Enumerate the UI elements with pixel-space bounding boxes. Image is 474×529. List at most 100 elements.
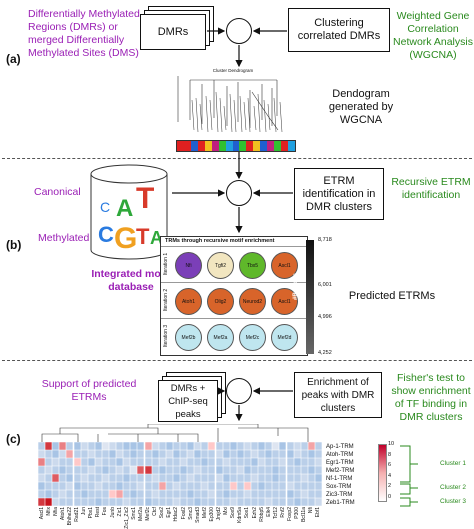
heatmap-cell xyxy=(251,458,259,466)
dendrogram-title: Cluster Dendrogram xyxy=(212,68,254,73)
heatmap-cell xyxy=(144,482,152,490)
cluster-brackets xyxy=(400,445,418,507)
merge-node-c xyxy=(226,378,252,404)
heatmap-cell xyxy=(286,482,294,490)
scale-axis-label: #Regions xyxy=(293,272,299,300)
heatmap-cell xyxy=(116,482,124,490)
heatmap-column-label: Ebf1 xyxy=(315,507,322,518)
heatmap-cell xyxy=(293,474,301,482)
heatmap-cell xyxy=(258,490,266,498)
heatmap-cell xyxy=(208,474,216,482)
heatmap-cell xyxy=(130,450,138,458)
heatmap-cell xyxy=(286,442,294,450)
heatmap-cell xyxy=(307,490,315,498)
heatmap-cell xyxy=(201,442,209,450)
heatmap-cell xyxy=(229,482,237,490)
heatmap-row-label: Nf-1-TRM xyxy=(326,476,353,482)
heatmap-cell xyxy=(151,482,159,490)
heatmap-cell xyxy=(300,450,308,458)
heatmap-cell xyxy=(59,442,67,450)
heatmap-column-label: Mef2c xyxy=(145,507,152,521)
heatmap-cell xyxy=(123,458,131,466)
heatmap-cell xyxy=(80,498,88,506)
heatmap-cell xyxy=(187,490,195,498)
heatmap-cell xyxy=(116,474,124,482)
clustering-box: Clustering correlated DMRs xyxy=(288,8,390,52)
heatmap-column-label: Ascl1 xyxy=(38,507,45,520)
heatmap-cell xyxy=(123,466,131,474)
motif-node: Nfi xyxy=(175,252,202,279)
heatmap-cell xyxy=(45,442,53,450)
heatmap-cell xyxy=(215,490,223,498)
heatmap-cell xyxy=(66,450,74,458)
trm-enrichment-table: TRMs through recursive motif enrichment … xyxy=(160,236,308,356)
heatmap-cell xyxy=(137,458,145,466)
heatmap-cell xyxy=(73,482,81,490)
color-bar-segment xyxy=(253,141,261,151)
heatmap-cell xyxy=(73,466,81,474)
motif-logo-svg: C A T C G T A xyxy=(90,164,168,260)
heatmap-cell xyxy=(137,466,145,474)
heatmap-cell xyxy=(229,450,237,458)
heatmap-cell xyxy=(314,458,322,466)
heatmap-cell xyxy=(144,450,152,458)
color-bar-segment xyxy=(225,141,233,151)
heatmap-cell xyxy=(130,482,138,490)
heatmap-cell xyxy=(286,498,294,506)
heatmap-cell xyxy=(130,474,138,482)
iteration-label: Iteration 3 xyxy=(163,324,169,348)
wgcna-label: Weighted Gene Correlation Network Analys… xyxy=(393,10,473,61)
heatmap-cell xyxy=(258,458,266,466)
heatmap-cell xyxy=(130,498,138,506)
motif-node: Ascl1 xyxy=(271,252,298,279)
heatmap-cell xyxy=(180,458,188,466)
heatmap-cell xyxy=(215,466,223,474)
heatmap-cell xyxy=(59,482,67,490)
heatmap-cell xyxy=(208,490,216,498)
heatmap-cell xyxy=(73,498,81,506)
heatmap-cell xyxy=(130,490,138,498)
motif-node: Tgfi2 xyxy=(207,252,234,279)
heatmap-cell xyxy=(87,458,95,466)
heatmap-cell xyxy=(101,482,109,490)
heatmap-column-label: Zic1_Zic2 xyxy=(123,507,130,529)
heatmap-cell xyxy=(144,466,152,474)
heatmap-cell xyxy=(165,450,173,458)
heatmap-cell xyxy=(272,482,280,490)
etrm-identification-box: ETRM identification in DMR clusters xyxy=(294,168,384,220)
heatmap-cell xyxy=(59,498,67,506)
heatmap-cell xyxy=(307,466,315,474)
heatmap-cell xyxy=(94,442,102,450)
canonical-label: Canonical xyxy=(34,186,81,198)
heatmap-cell xyxy=(87,490,95,498)
heatmap-column-label: Nfia xyxy=(52,507,59,516)
heatmap-cell xyxy=(300,498,308,506)
recursive-etrm-label: Recursive ETRM identification xyxy=(391,176,471,201)
heatmap-cell xyxy=(109,442,117,450)
svg-text:T: T xyxy=(136,224,150,249)
heatmap-cell xyxy=(286,466,294,474)
heatmap-cell xyxy=(59,458,67,466)
scale-tick-2: 6,001 xyxy=(318,282,332,288)
dendrogram-svg xyxy=(177,76,283,133)
heatmap-cell xyxy=(94,458,102,466)
heatmap-cell xyxy=(187,498,195,506)
heatmap-cell xyxy=(66,498,74,506)
scale-tick-3: 4,996 xyxy=(318,314,332,320)
heatmap-cell xyxy=(172,490,180,498)
heatmap-cell xyxy=(272,442,280,450)
heatmap-cell xyxy=(208,466,216,474)
svg-text:A: A xyxy=(116,195,133,222)
heatmap-column-label: Rnf2 xyxy=(279,507,286,518)
heatmap-cell xyxy=(208,498,216,506)
heatmap-cell xyxy=(180,450,188,458)
color-bar-segment xyxy=(288,141,295,151)
heatmap-cell xyxy=(307,474,315,482)
heatmap-cell xyxy=(52,482,60,490)
heatmap-row-label: Zeb1-TRM xyxy=(326,500,355,506)
heatmap-cell xyxy=(151,490,159,498)
heatmap-cell xyxy=(151,466,159,474)
predicted-etrms-label: Predicted ETRMs xyxy=(348,290,436,302)
heatmap-cell xyxy=(243,450,251,458)
heatmap-cell xyxy=(187,474,195,482)
